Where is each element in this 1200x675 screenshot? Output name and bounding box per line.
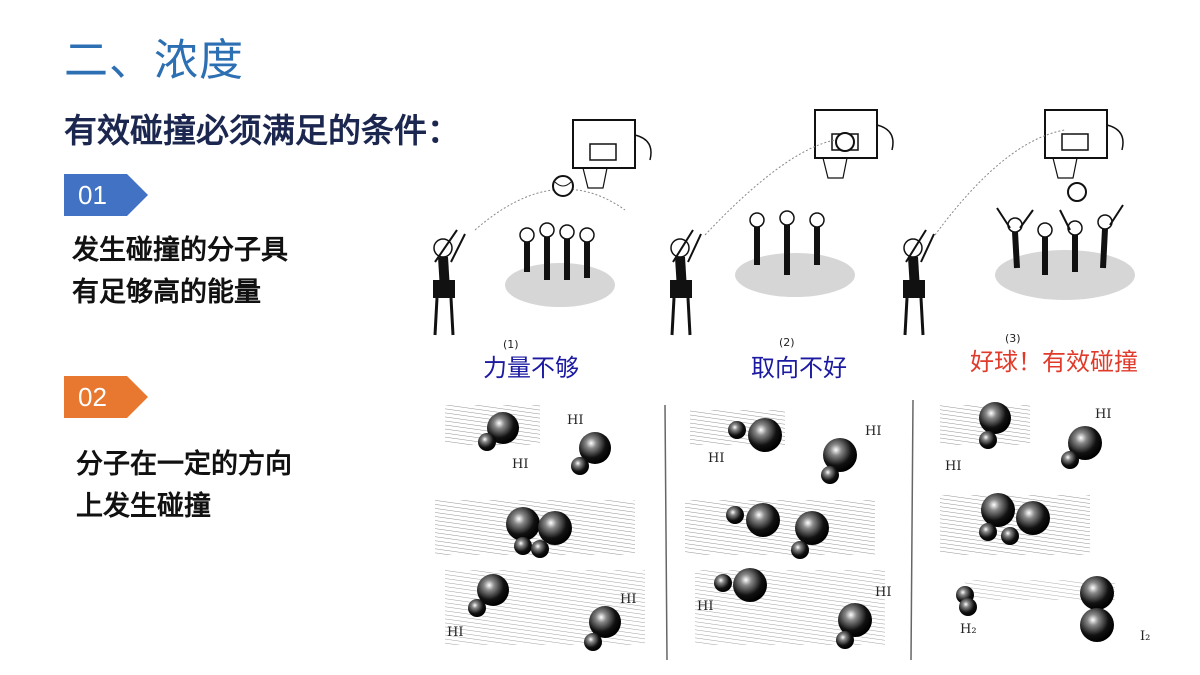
condition-2-text: 分子在一定的方向 上发生碰撞 bbox=[76, 444, 292, 528]
svg-text:HI: HI bbox=[697, 599, 713, 614]
svg-text:HI: HI bbox=[1095, 407, 1111, 422]
hoop-net bbox=[582, 167, 608, 189]
svg-text:HI: HI bbox=[512, 457, 528, 472]
panel-3-number: (3) bbox=[1005, 332, 1021, 345]
hoop-net bbox=[822, 157, 848, 179]
svg-text:HI: HI bbox=[708, 451, 724, 466]
condition-1-text: 发生碰撞的分子具 有足够高的能量 bbox=[72, 230, 288, 314]
molecules-column-1: HI HI HI HI bbox=[435, 405, 645, 651]
condition-2-line2: 上发生碰撞 bbox=[76, 491, 211, 522]
condition-1-badge: 01 bbox=[64, 174, 148, 216]
hoop-net bbox=[1052, 157, 1078, 179]
condition-1-line1: 发生碰撞的分子具 bbox=[72, 235, 288, 266]
divider bbox=[664, 404, 668, 661]
condition-1-line2: 有足够高的能量 bbox=[72, 277, 261, 308]
svg-text:H₂: H₂ bbox=[960, 622, 977, 637]
basketball bbox=[835, 132, 855, 152]
slide-title: 二、浓度 bbox=[64, 35, 244, 86]
svg-text:HI: HI bbox=[567, 413, 583, 428]
basketball bbox=[1067, 182, 1087, 202]
divider bbox=[910, 399, 914, 661]
svg-text:HI: HI bbox=[620, 592, 636, 607]
panel-2-scene: (2) 取向不好 bbox=[670, 109, 894, 382]
svg-text:HI: HI bbox=[447, 625, 463, 640]
svg-text:I₂: I₂ bbox=[1140, 629, 1150, 644]
panel-2-number: (2) bbox=[779, 336, 795, 349]
panel-3-caption: 好球！有效碰撞 bbox=[970, 348, 1138, 376]
molecules-column-2: HI HI HI HI bbox=[685, 410, 891, 649]
panel-1-number: (1) bbox=[503, 338, 519, 351]
condition-2-line1: 分子在一定的方向 bbox=[76, 449, 292, 480]
collision-illustration: (1) 力量不够 (2) 取向不好 bbox=[433, 109, 1150, 661]
slide-subtitle: 有效碰撞必须满足的条件： bbox=[64, 111, 460, 150]
panel-3-scene: (3) 好球！有效碰撞 bbox=[903, 109, 1138, 376]
svg-text:HI: HI bbox=[875, 585, 891, 600]
panel-1-caption: 力量不够 bbox=[483, 354, 579, 382]
svg-text:HI: HI bbox=[865, 424, 881, 439]
molecules-column-3: HI HI H₂ I₂ bbox=[940, 402, 1150, 644]
condition-2-badge: 02 bbox=[64, 376, 148, 418]
panel-1-scene: (1) 力量不够 bbox=[433, 119, 652, 382]
svg-text:HI: HI bbox=[945, 459, 961, 474]
panel-2-caption: 取向不好 bbox=[751, 354, 847, 382]
